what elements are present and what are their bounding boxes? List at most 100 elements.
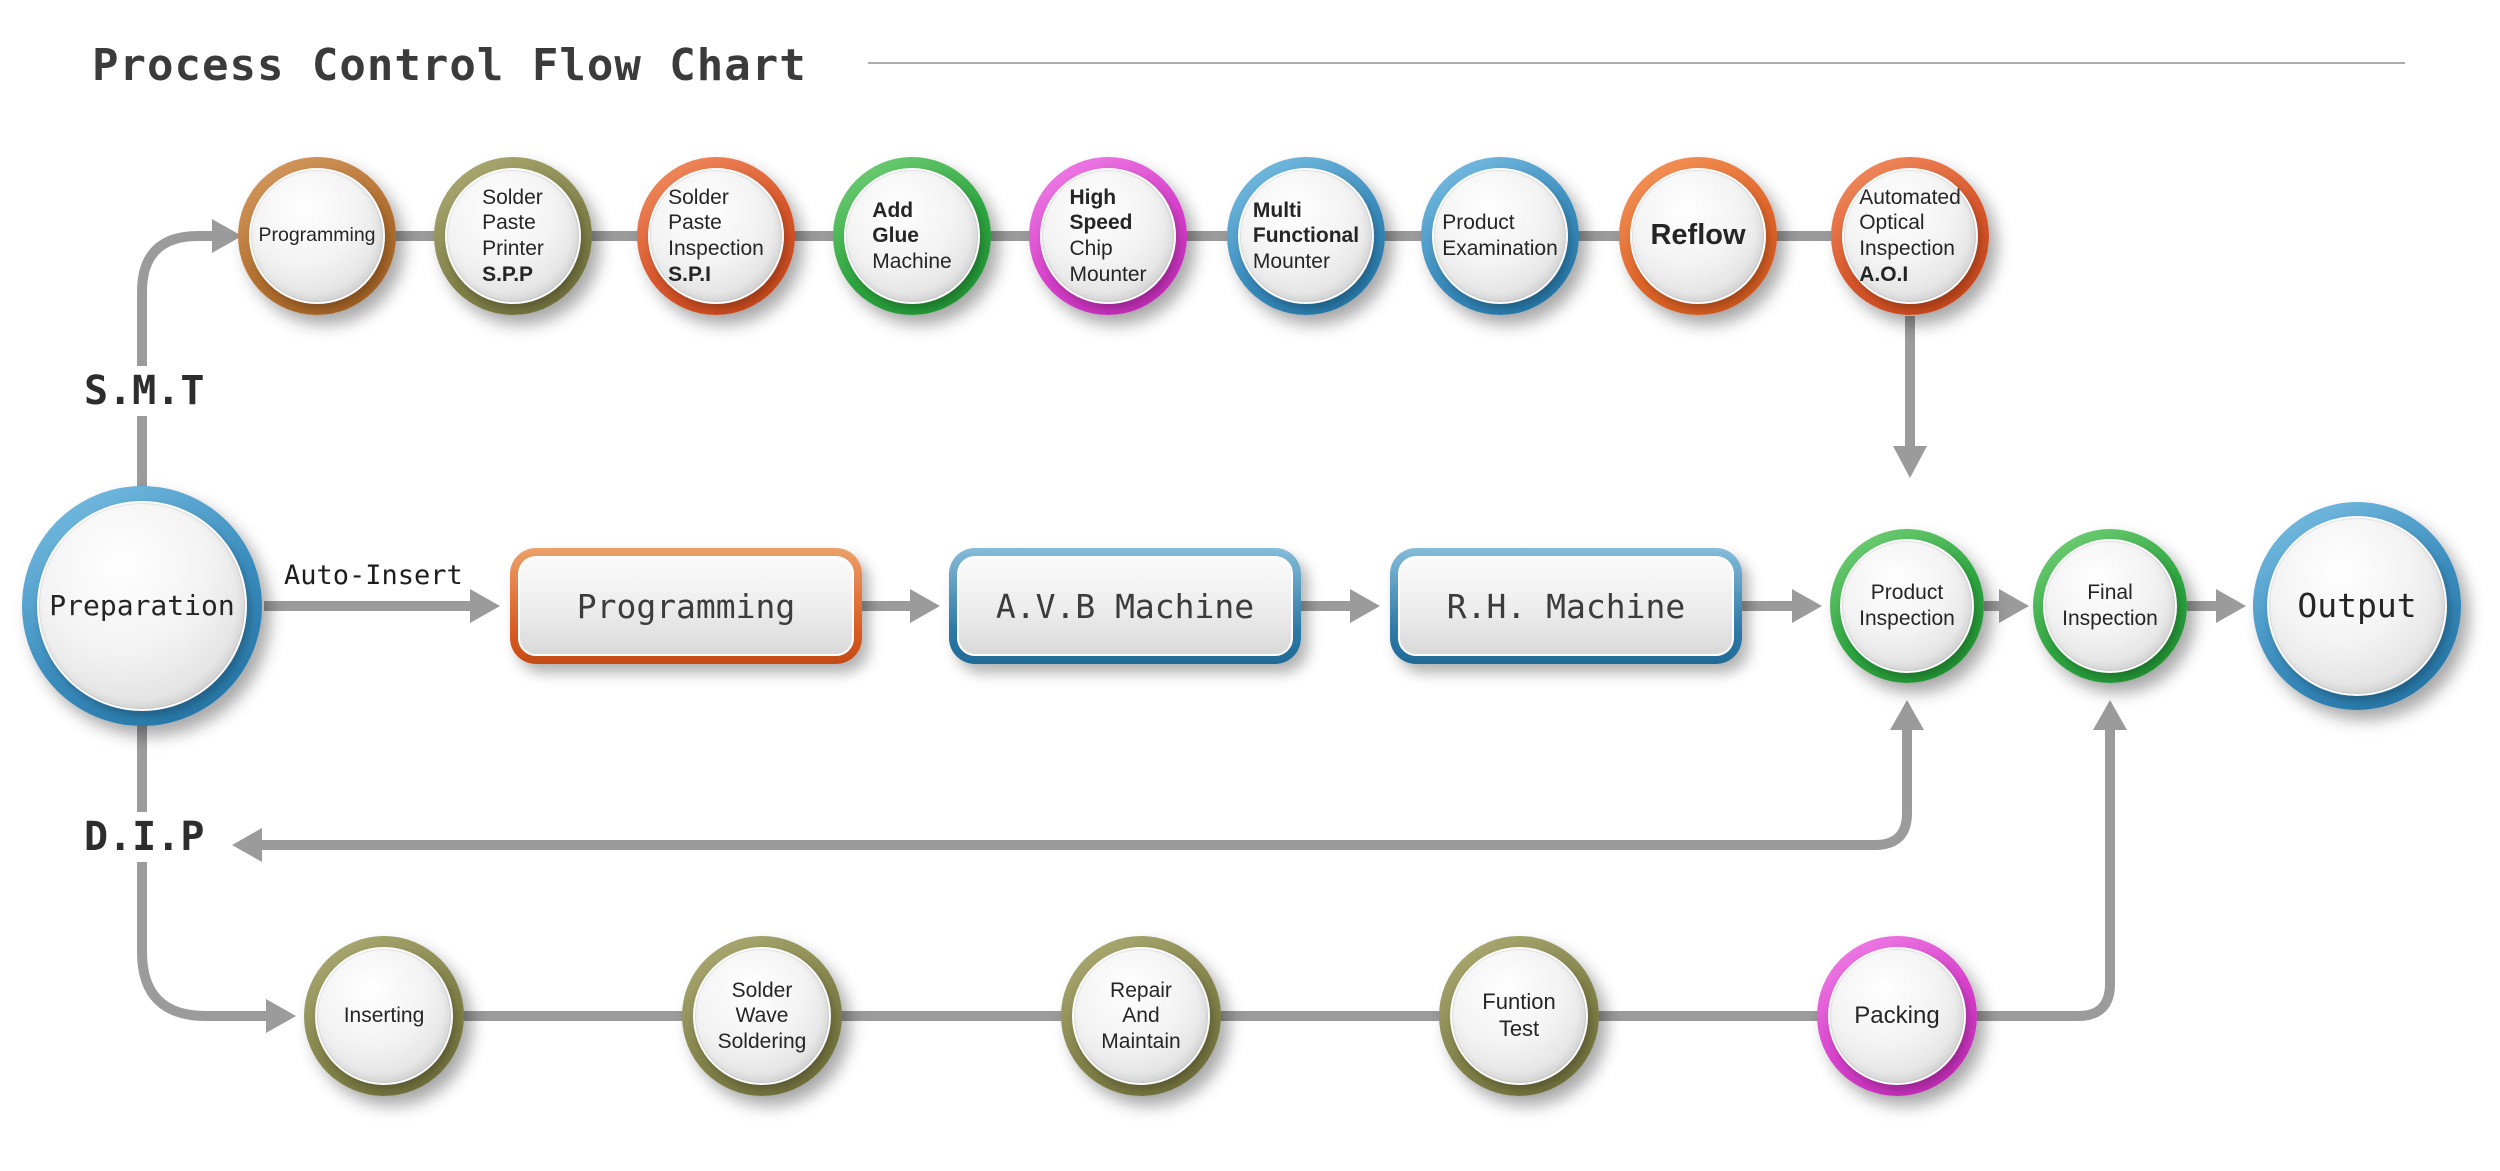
node-face: Packing bbox=[1828, 947, 1966, 1085]
node-label-line: And bbox=[1122, 1004, 1160, 1028]
node-face: A.V.B Machine bbox=[957, 556, 1293, 656]
node-label-line: Solder bbox=[731, 978, 793, 1002]
node-preparation: Preparation bbox=[22, 486, 262, 726]
node-label-line: Add bbox=[872, 198, 914, 222]
node-face: Preparation bbox=[37, 501, 247, 711]
connector-preparation-to-inserting bbox=[137, 724, 266, 1021]
arrowhead-into-smt-row bbox=[212, 219, 242, 253]
node-face: Solder Paste Printer S.P.P bbox=[445, 168, 581, 304]
node-face: Programming bbox=[518, 556, 854, 656]
arrowhead-up-into-final-inspection bbox=[2093, 700, 2127, 730]
page-title: Process Control Flow Chart bbox=[92, 40, 807, 91]
node-label: A.V.B Machine bbox=[995, 586, 1255, 626]
node-label-line: Speed bbox=[1069, 211, 1133, 235]
arrowhead-into-avb bbox=[910, 589, 940, 623]
node-label-line: Repair bbox=[1110, 978, 1172, 1002]
node-face: Add Glue Machine bbox=[844, 168, 980, 304]
node-label-line: Solder bbox=[482, 185, 543, 209]
node-face: Product Examination bbox=[1432, 168, 1568, 304]
smt-node-product-examination: Product Examination bbox=[1421, 157, 1579, 315]
node-label: Programming bbox=[576, 586, 796, 626]
node-face: Programming bbox=[249, 168, 385, 304]
node-label-line: Mounter bbox=[1252, 249, 1330, 273]
node-label-line: Printer bbox=[482, 237, 544, 260]
node-face: High Speed Chip Mounter bbox=[1040, 168, 1176, 304]
node-output: Output bbox=[2253, 502, 2461, 710]
node-face: R.H. Machine bbox=[1398, 556, 1734, 656]
dip-section-label: D.I.P bbox=[76, 812, 213, 862]
arrowhead-up-into-product-inspection bbox=[1890, 700, 1924, 730]
node-label-line: Wave bbox=[735, 1004, 789, 1028]
node-label-line: Preparation bbox=[49, 588, 235, 622]
node-label-line: Automated bbox=[1859, 185, 1961, 209]
dip-node-funtion-test: Funtion Test bbox=[1439, 936, 1599, 1096]
node-face: Output bbox=[2267, 516, 2447, 696]
node-face: Final Inspection bbox=[2043, 539, 2177, 673]
node-label-line: Multi bbox=[1252, 198, 1302, 222]
node-label-line: Solder bbox=[668, 185, 729, 209]
node-final-inspection: Final Inspection bbox=[2033, 529, 2187, 683]
smt-node-automated-optical-inspection: Automated Optical Inspection A.O.I bbox=[1831, 157, 1989, 315]
node-label-line: A.O.I bbox=[1859, 262, 1909, 286]
arrowhead-into-inserting bbox=[266, 999, 296, 1033]
arrowhead-into-product-inspection bbox=[1792, 589, 1822, 623]
smt-node-high-speed-chip-mounter: High Speed Chip Mounter bbox=[1029, 157, 1187, 315]
node-label-line: Inspection bbox=[1859, 237, 1955, 260]
node-label-line: Test bbox=[1498, 1016, 1540, 1041]
node-label-line: Product bbox=[1442, 211, 1515, 235]
node-face: Solder Wave Soldering bbox=[693, 947, 831, 1085]
node-label-line: Examination bbox=[1442, 237, 1558, 260]
arrowhead-into-final-inspection bbox=[1999, 589, 2029, 623]
node-label-line: Inspection bbox=[2062, 607, 2158, 630]
node-label-line: Reflow bbox=[1650, 219, 1746, 252]
smt-node-solder-paste-printer: Solder Paste Printer S.P.P bbox=[434, 157, 592, 315]
node-face: Inserting bbox=[315, 947, 453, 1085]
smt-node-programming: Programming bbox=[238, 157, 396, 315]
node-label: R.H. Machine bbox=[1446, 586, 1686, 626]
node-label-line: Chip bbox=[1069, 237, 1113, 260]
arrowhead-into-output bbox=[2216, 589, 2246, 623]
node-face: Automated Optical Inspection A.O.I bbox=[1842, 168, 1978, 304]
arrowhead-into-programming-rect bbox=[470, 589, 500, 623]
node-face: Repair And Maintain bbox=[1072, 947, 1210, 1085]
node-label-line: Final bbox=[2087, 581, 2133, 605]
node-label-line: S.P.I bbox=[668, 262, 711, 286]
node-label-line: S.P.P bbox=[482, 262, 534, 286]
node-face: Multi Functional Mounter bbox=[1238, 168, 1374, 304]
arrowhead-aoi-down bbox=[1893, 446, 1927, 478]
node-label-line: Paste bbox=[482, 211, 536, 235]
node-face: Solder Paste Inspection S.P.I bbox=[648, 168, 784, 304]
node-product-inspection: Product Inspection bbox=[1830, 529, 1984, 683]
auto-insert-label: Auto-Insert bbox=[284, 560, 463, 591]
node-face: Funtion Test bbox=[1450, 947, 1588, 1085]
node-label-line: Maintain bbox=[1101, 1029, 1181, 1053]
node-label-line: Soldering bbox=[717, 1029, 807, 1053]
node-label-line: Mounter bbox=[1069, 262, 1147, 286]
node-label-line: Optical bbox=[1859, 211, 1925, 235]
node-label-line: Functional bbox=[1252, 224, 1360, 248]
node-rh-machine: R.H. Machine bbox=[1390, 548, 1742, 664]
node-programming-rect: Programming bbox=[510, 548, 862, 664]
node-label-line: Output bbox=[2297, 585, 2417, 625]
dip-node-inserting: Inserting bbox=[304, 936, 464, 1096]
node-label-line: Machine bbox=[872, 249, 952, 273]
node-label-line: Packing bbox=[1854, 1002, 1940, 1030]
title-rule bbox=[868, 62, 2405, 64]
dip-node-solder-wave-soldering: Solder Wave Soldering bbox=[682, 936, 842, 1096]
smt-node-reflow: Reflow bbox=[1619, 157, 1777, 315]
node-label-line: High bbox=[1069, 185, 1117, 209]
node-face: Reflow bbox=[1630, 168, 1766, 304]
node-label-line: Product bbox=[1870, 581, 1944, 605]
node-label-line: Inspection bbox=[1859, 607, 1955, 630]
node-label-line: Programming bbox=[258, 224, 376, 247]
smt-section-label: S.M.T bbox=[76, 366, 213, 416]
node-label-line: Glue bbox=[872, 224, 919, 248]
connector-dip-return-line bbox=[262, 728, 1912, 850]
node-label-line: Inserting bbox=[343, 1004, 425, 1028]
arrowhead-toward-dip-label bbox=[232, 828, 262, 862]
smt-node-solder-paste-inspection: Solder Paste Inspection S.P.I bbox=[637, 157, 795, 315]
node-label-line: Paste bbox=[668, 211, 722, 235]
smt-node-add-glue-machine: Add Glue Machine bbox=[833, 157, 991, 315]
dip-node-packing: Packing bbox=[1817, 936, 1977, 1096]
